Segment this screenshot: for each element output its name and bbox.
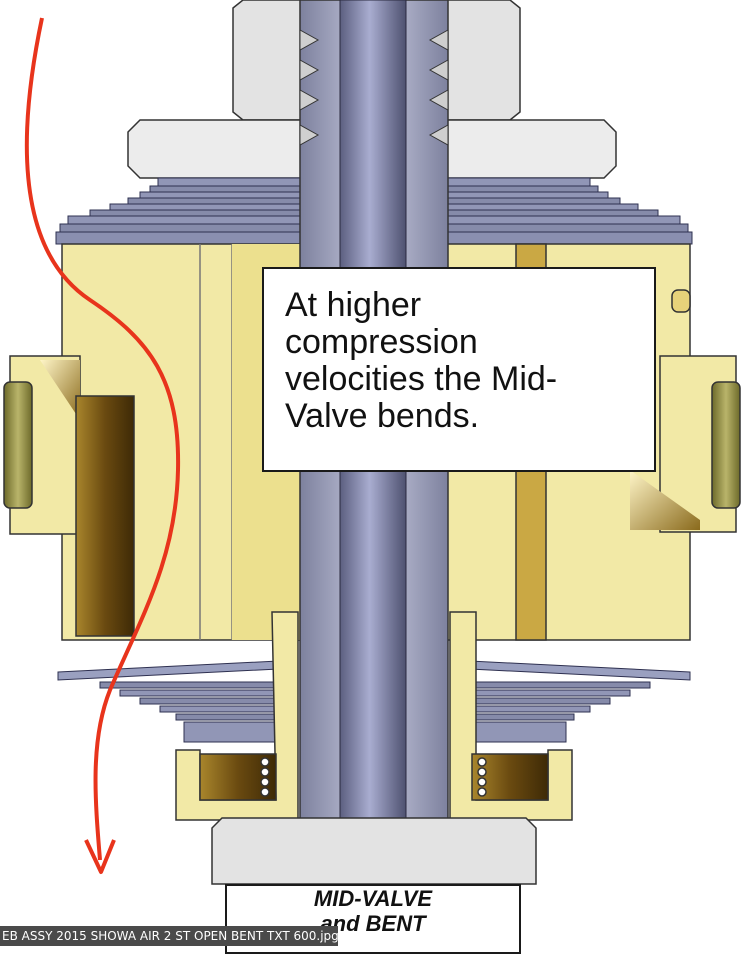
bottom-nut [211,817,537,885]
part-label-line-1: MID-VALVE [313,886,433,911]
image-filename-caption: EB ASSY 2015 SHOWA AIR 2 ST OPEN BENT TX… [0,926,338,946]
callout-text: At higher compression velocities the Mid… [285,287,645,435]
callout-line: compression [285,323,478,361]
callout-line: velocities the Mid- [285,360,558,398]
callout-box: At higher compression velocities the Mid… [262,267,656,472]
callout-line: At higher [285,286,422,324]
piston-body-left [3,243,303,641]
lower-cup-right [449,611,573,821]
flow-arrow [24,17,181,874]
lower-cup-left [175,611,299,821]
callout-line: Valve bends. [285,397,480,435]
